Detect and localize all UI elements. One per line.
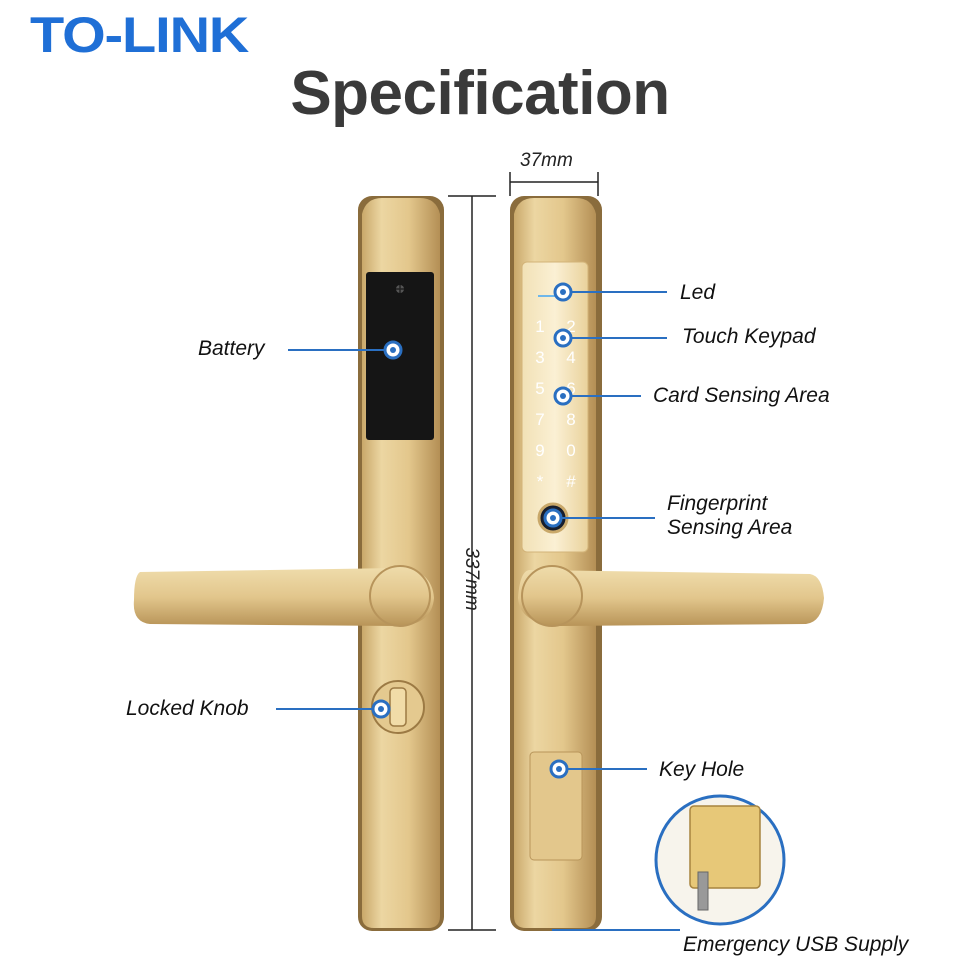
back-panel bbox=[133, 196, 444, 931]
front-handle bbox=[518, 570, 824, 626]
key: 4 bbox=[566, 348, 575, 367]
dimension-lines bbox=[448, 172, 599, 931]
key: 8 bbox=[566, 410, 575, 429]
key: # bbox=[566, 472, 576, 491]
back-handle bbox=[133, 568, 435, 626]
page-title: Specification bbox=[290, 59, 670, 128]
key: 1 bbox=[535, 317, 544, 336]
key: 6 bbox=[566, 379, 575, 398]
key-hole-cover bbox=[529, 751, 583, 861]
key: 3 bbox=[535, 348, 544, 367]
callout-locked-knob: Locked Knob bbox=[126, 697, 249, 720]
callout-battery: Battery bbox=[198, 337, 265, 360]
callout-touch-keypad: Touch Keypad bbox=[682, 325, 816, 348]
key: 2 bbox=[566, 317, 575, 336]
brand-logo: TO-LINK bbox=[30, 7, 249, 63]
callout-led: Led bbox=[680, 281, 716, 304]
height-dimension: 337mm bbox=[461, 547, 482, 611]
key: 9 bbox=[535, 441, 544, 460]
key: 7 bbox=[535, 410, 544, 429]
callout-fingerprint: Fingerprint Sensing Area bbox=[667, 492, 792, 540]
callout-fingerprint-line1: Fingerprint bbox=[667, 492, 768, 515]
callout-card-sensing: Card Sensing Area bbox=[653, 384, 830, 407]
callout-usb: Emergency USB Supply bbox=[683, 933, 909, 956]
callout-key-hole: Key Hole bbox=[659, 758, 745, 781]
keypad-keys: 1 2 3 4 5 6 7 8 9 0 * # bbox=[535, 317, 576, 491]
usb-inset bbox=[654, 794, 786, 926]
callout-lines bbox=[276, 291, 680, 931]
front-panel: 1 2 3 4 5 6 7 8 9 0 * # bbox=[510, 196, 824, 931]
width-dimension: 37mm bbox=[520, 150, 573, 171]
key: * bbox=[537, 472, 544, 491]
key: 0 bbox=[566, 441, 575, 460]
key: 5 bbox=[535, 379, 544, 398]
callout-fingerprint-line2: Sensing Area bbox=[667, 516, 793, 539]
